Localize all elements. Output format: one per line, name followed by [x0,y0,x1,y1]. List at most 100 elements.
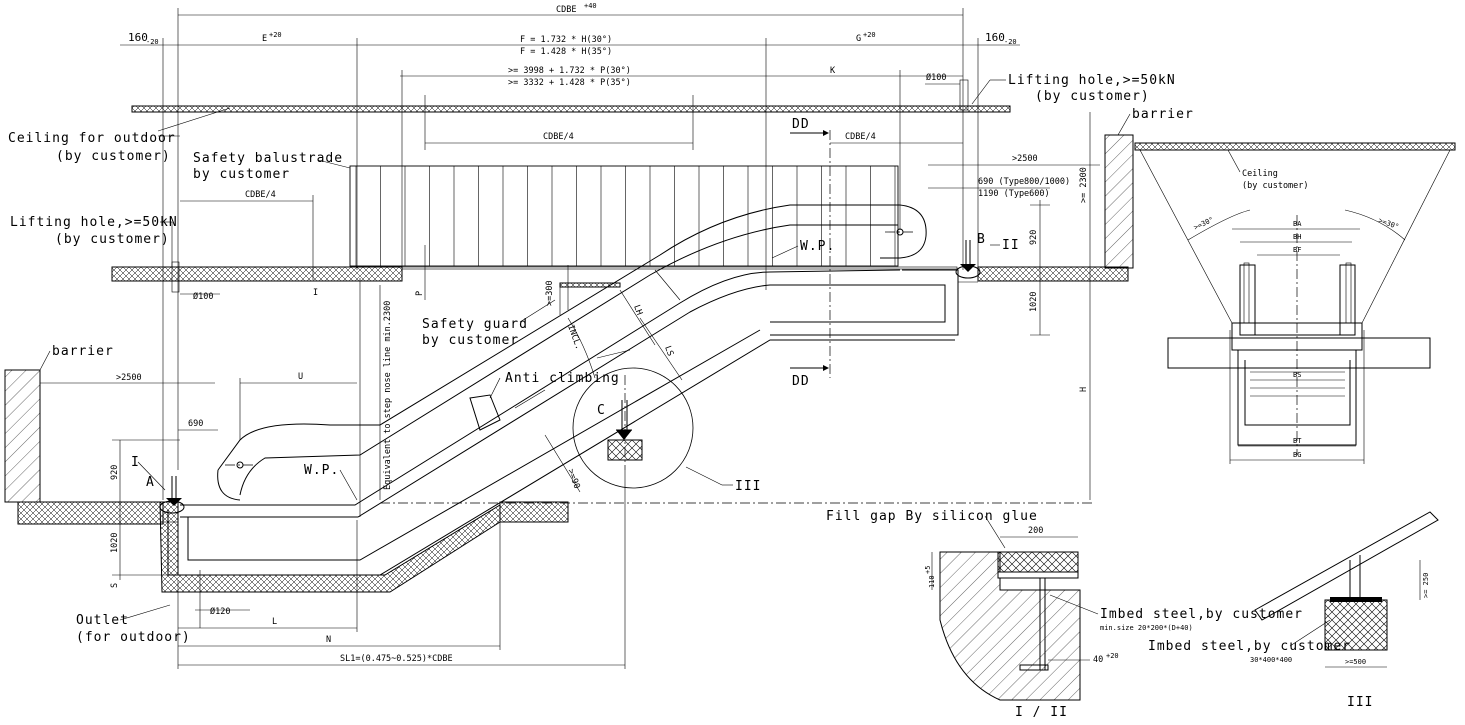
barrier-left: barrier [4,344,114,503]
barrier-right-label: barrier [1132,107,1194,122]
lifting-hook-a: A I [131,455,185,514]
imbed-steel-2-label: Imbed steel,by customer [1148,639,1351,654]
detail-i-ii: 200 110 +5 40 +20 Fill gap By silicon gl… [826,509,1303,720]
cdbe-total-label: CDBE [556,5,576,15]
detail-circle-iii: C III [572,367,761,494]
section-bg: BG [1293,451,1301,459]
safety-guard: Safety guard by customer [422,299,556,348]
section-angle-left: >=30° [1192,216,1214,232]
lifting-hole-left-label: Lifting hole,>=50kN [10,215,178,230]
d1020-right: 1020 [1029,292,1039,312]
cdbe4-left: CDBE/4 [245,190,276,200]
p-small-label: P [415,291,425,296]
g-tolerance: +20 [863,31,876,39]
imbed-steel-1-label: Imbed steel,by customer [1100,607,1303,622]
lifting-hook-b: B II [955,232,1020,279]
cdbe-total-tolerance: +40 [584,2,597,10]
wp-bottom-label: W.P. [304,463,339,478]
work-points: W.P. W.P. [304,239,835,501]
type-1190-label: 1190 (Type600) [978,189,1050,199]
ls-label: LS [662,345,675,358]
ge300-label: >=300 [545,280,555,306]
top-hole-diameter: Ø100 [926,72,946,83]
detail-12-caption: I / II [1015,705,1068,720]
upper-floor-slab [111,266,1129,336]
n-label: N [326,635,331,645]
k-label: K [830,66,836,76]
d920-left: 920 [110,465,120,480]
detail-40-tol: +20 [1106,652,1119,660]
safety-balustrade-sub: by customer [193,167,290,182]
section-ceiling-sub: (by customer) [1242,181,1309,191]
dd-bottom-label: DD [792,374,810,389]
slope-dimensions: LH LS INCL. >=90 [544,289,683,493]
cdbe4-right: CDBE/4 [845,132,876,142]
anti-climbing: Anti climbing [469,371,620,431]
ceiling-outdoor-label: Ceiling for outdoor [8,131,176,146]
barrier-right: barrier [1104,107,1194,269]
p-formula-30: >= 3998 + 1.732 * P(30°) [508,66,631,76]
detail-ge500: >=500 [1345,658,1366,666]
outlet-label: Outlet (for outdoor) [76,604,191,645]
outlet-text: Outlet [76,613,129,628]
ge2500-right: >2500 [1012,154,1038,164]
safety-guard-sub: by customer [422,333,519,348]
outlet-sub: (for outdoor) [76,630,191,645]
detail-40: 40 [1093,655,1103,665]
lifting-hole-right-sub: (by customer) [1035,89,1150,104]
g-label: G [856,34,861,44]
section-bt: BT [1293,437,1302,445]
c-marker: C [597,403,606,418]
detail-ge250: >= 250 [1422,573,1430,598]
s-label: S [110,583,120,588]
iii-marker: III [735,479,761,494]
fill-gap-label: Fill gap By silicon glue [826,509,1038,524]
detail-110: 110 [928,575,936,588]
right-side-dimensions: >2500 690 (Type800/1000) 1190 (Type600) … [928,112,1100,500]
lifting-hole-left: Lifting hole,>=50kN (by customer) Ø100 [10,215,220,302]
cdbe4-middle: CDBE/4 [543,132,574,142]
safety-guard-label: Safety guard [422,317,528,332]
a-marker: A [146,475,155,490]
left-hole-diameter: Ø100 [193,291,213,302]
f-formula-35: F = 1.428 * H(35°) [520,47,612,57]
section-ceiling-label: Ceiling [1242,169,1278,179]
f-formula-30: F = 1.732 * H(30°) [520,35,612,45]
wp-top-label: W.P. [800,239,835,254]
type-690-label: 690 (Type800/1000) [978,177,1070,187]
ii-marker: II [1002,238,1020,253]
right-160-tolerance: -20 [1004,38,1017,46]
safety-balustrade: Safety balustrade by customer [193,151,899,267]
b-marker: B [977,232,986,247]
barrier-left-label: barrier [52,344,114,359]
anti-climbing-label: Anti climbing [505,371,620,386]
section-view-dd: Ceiling (by customer) >=30° >=30° BA BH … [1134,142,1456,464]
lh-label: LH [631,304,644,317]
section-ba: BA [1293,220,1302,228]
l-label: L [272,617,277,627]
outlet-diameter: Ø120 [210,606,230,617]
detail-110-tol: +5 [924,566,932,574]
section-bf: BF [1293,246,1301,254]
detail-iii: >=500 >= 250 Imbed steel,by customer 30*… [1148,511,1439,710]
incl-label: INCL. [565,324,583,351]
left-dimensions: >2500 690 U 920 1020 S [40,372,357,588]
top-dimension-chain: CDBE +40 160 -20 E +20 F = 1.732 * H(30°… [120,2,1020,500]
i-marker-left: I [131,455,140,470]
ceiling-outdoor-sub: (by customer) [56,149,171,164]
right-160-label: 160 [985,31,1005,44]
sl1-formula: SL1=(0.475~0.525)*CDBE [340,654,453,664]
ceiling-outdoor: Ceiling for outdoor (by customer) [8,105,1011,164]
left-160-tolerance: -20 [146,38,159,46]
p-and-300: P >=300 [415,245,621,315]
d1020-left: 1020 [110,533,120,553]
ge2300-label: >= 2300 [1079,167,1089,203]
detail-200: 200 [1028,526,1043,536]
section-dd-markers: DD DD [790,117,831,389]
i-marker-mid: I [313,288,318,298]
section-angle-right: >=30° [1377,216,1400,231]
e-tolerance: +20 [269,31,282,39]
detail-3-caption: III [1347,695,1373,710]
ge90-label: >=90 [565,468,581,491]
